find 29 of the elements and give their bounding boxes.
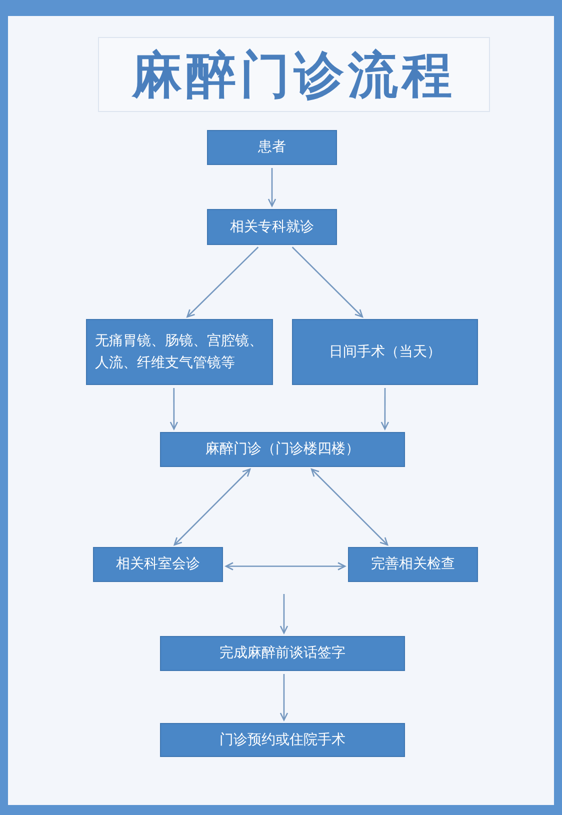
process-box <box>160 723 405 757</box>
process-box <box>292 319 478 385</box>
process-box <box>207 130 337 165</box>
process-box <box>86 319 273 385</box>
step-text: 麻醉门诊（门诊楼四楼） <box>206 440 360 460</box>
step-text: 患者 <box>258 138 286 158</box>
step-text: 完成麻醉前谈话签字 <box>220 644 346 664</box>
process-box <box>160 432 405 467</box>
step-text: 完善相关检查 <box>371 555 455 574</box>
step-text: 相关专科就诊 <box>230 218 314 237</box>
title: 麻醉门诊流程 <box>132 50 456 100</box>
process-box <box>93 547 223 582</box>
arrow <box>268 168 276 207</box>
process-box <box>348 547 478 582</box>
arrow <box>280 594 288 634</box>
step-text: 门诊预约或住院手术 <box>220 730 346 750</box>
step-text: 无痛胃镜、肠镜、宫腔镜、人流、纤维支气管镜等 <box>95 332 264 373</box>
process-box <box>207 209 337 245</box>
step-text: 相关科室会诊 <box>116 555 200 574</box>
arrow <box>380 388 390 430</box>
arrow <box>186 246 259 318</box>
process-box <box>160 636 405 671</box>
arrow <box>170 388 178 430</box>
double-arrow <box>310 468 388 546</box>
arrow <box>292 246 364 318</box>
double-arrow <box>225 562 346 570</box>
step-text: 日间手术（当天） <box>329 342 441 362</box>
double-arrow <box>174 468 251 546</box>
arrow <box>280 674 288 721</box>
